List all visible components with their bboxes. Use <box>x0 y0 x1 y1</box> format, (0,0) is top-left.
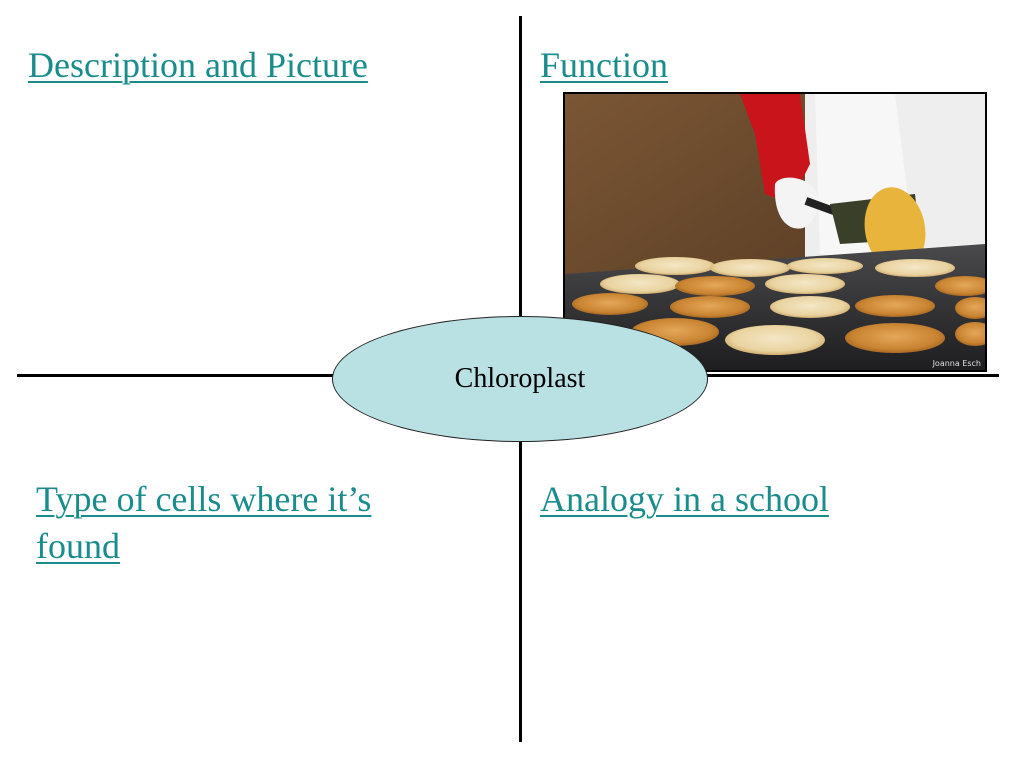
photo-watermark: Joanna Esch <box>932 359 981 368</box>
heading-function[interactable]: Function <box>540 45 669 85</box>
center-label: Chloroplast <box>454 363 586 394</box>
heading-description-and-picture[interactable]: Description and Picture <box>28 45 368 85</box>
heading-type-of-cells[interactable]: Type of cells where it’s found <box>36 479 372 566</box>
pancakes-photo: Joanna Esch <box>563 92 987 372</box>
pancakes-on-griddle-illustration <box>565 94 985 370</box>
center-ellipse: Chloroplast <box>332 316 708 442</box>
heading-analogy-in-a-school[interactable]: Analogy in a school <box>540 479 829 519</box>
